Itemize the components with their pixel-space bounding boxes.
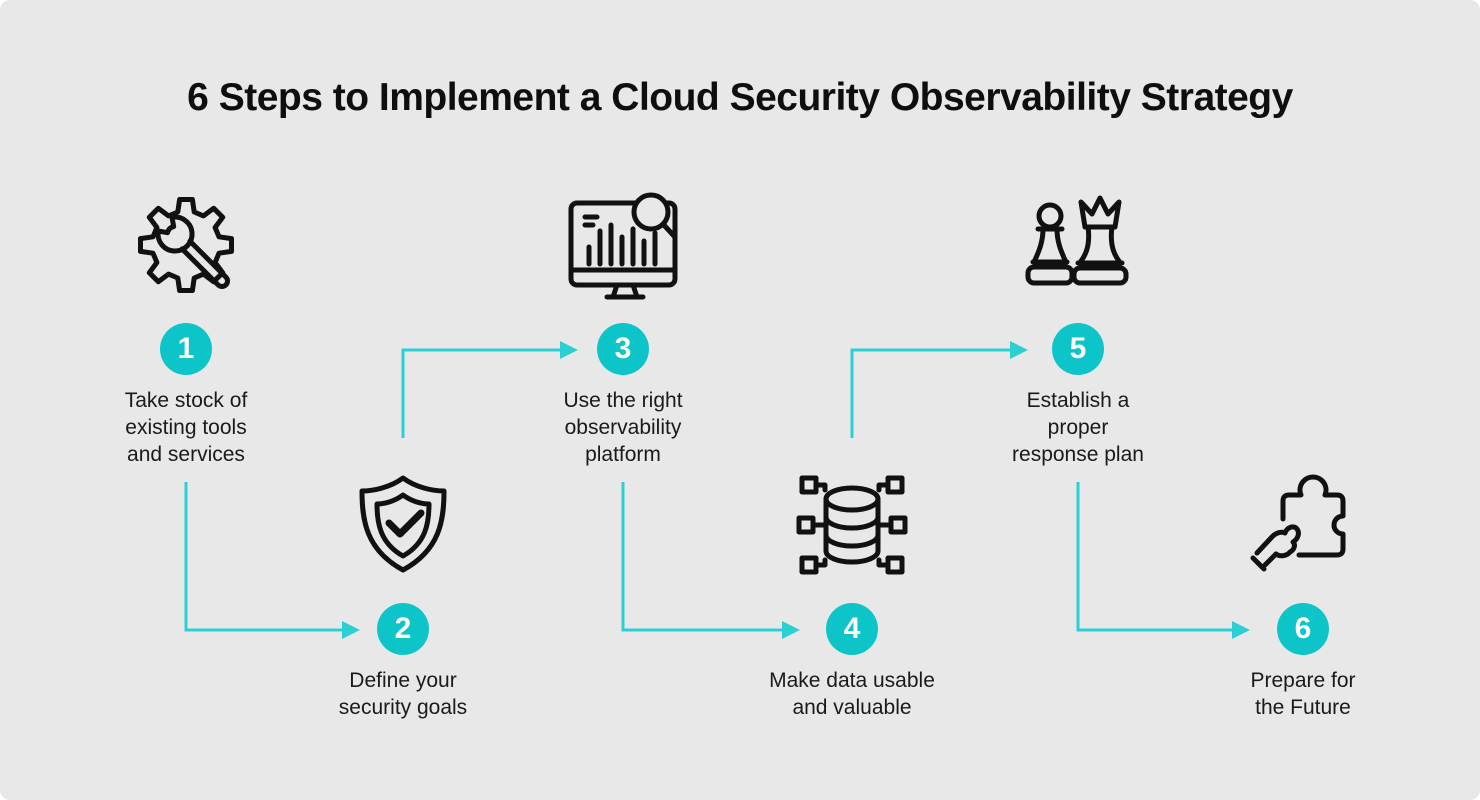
step-4: 4 Make data usable and valuable — [742, 465, 962, 721]
step-6-icon-wrap — [1193, 465, 1413, 585]
database-network-icon — [796, 475, 908, 575]
step-3-number-badge: 3 — [597, 323, 649, 375]
gear-wrench-icon — [138, 197, 234, 293]
step-6-number-badge: 6 — [1277, 603, 1329, 655]
step-6-label: Prepare for the Future — [1250, 669, 1356, 719]
step-1-icon-wrap — [76, 185, 296, 305]
step-6: 6 Prepare for the Future — [1193, 465, 1413, 721]
step-3-icon-wrap — [513, 185, 733, 305]
step-3: 3 Use the right observability platform — [513, 185, 733, 468]
puzzle-hand-icon — [1250, 474, 1346, 572]
chess-strategy-icon — [1025, 195, 1129, 286]
step-4-label: Make data usable and valuable — [769, 669, 935, 719]
step-3-label: Use the right observability platform — [563, 389, 683, 466]
step-2-icon-wrap — [293, 465, 513, 585]
step-1: 1 Take stock of existing tools and servi… — [76, 185, 296, 468]
shield-check-icon — [359, 475, 447, 573]
step-2-label: Define your security goals — [338, 669, 468, 719]
page-title: 6 Steps to Implement a Cloud Security Ob… — [187, 76, 1293, 119]
step-5: 5 Establish a proper response plan — [968, 185, 1188, 468]
step-4-icon-wrap — [742, 465, 962, 585]
step-5-icon-wrap — [968, 185, 1188, 305]
step-1-label: Take stock of existing tools and service… — [124, 389, 248, 466]
step-5-number-badge: 5 — [1052, 323, 1104, 375]
step-2: 2 Define your security goals — [293, 465, 513, 721]
step-4-number-badge: 4 — [826, 603, 878, 655]
step-5-label: Establish a proper response plan — [1012, 389, 1144, 466]
step-1-number-badge: 1 — [160, 323, 212, 375]
step-2-number-badge: 2 — [377, 603, 429, 655]
monitor-analytics-icon — [568, 192, 678, 300]
